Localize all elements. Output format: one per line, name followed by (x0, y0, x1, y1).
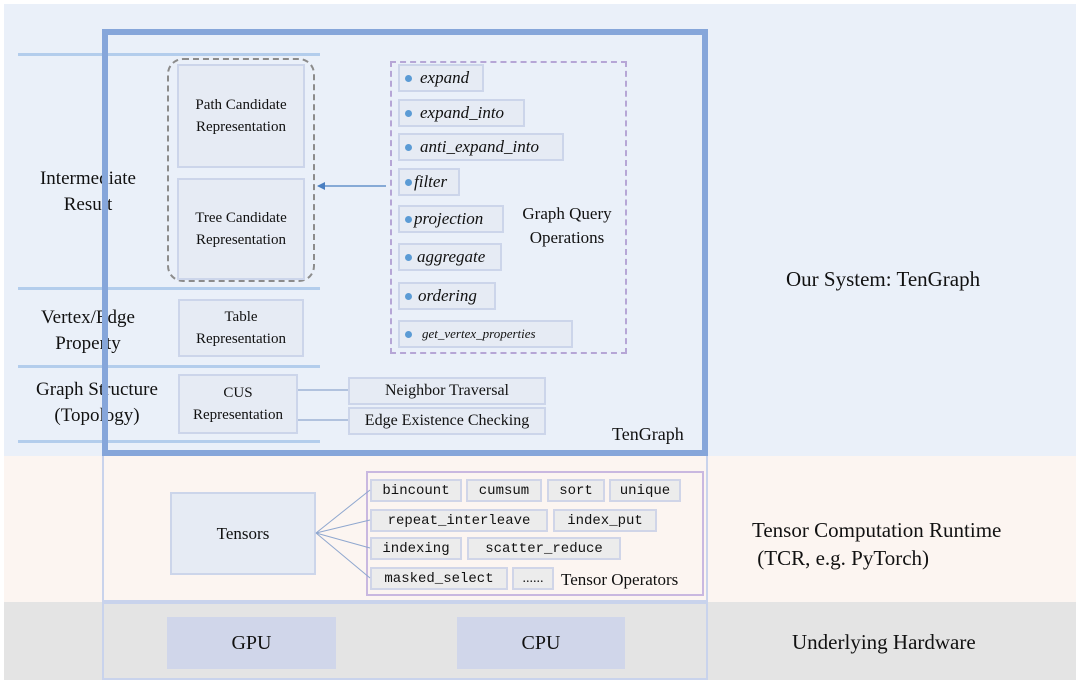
edge-existence-checking-box: Edge Existence Checking (348, 407, 546, 435)
op-index-put: index_put (553, 509, 657, 532)
op-scatter-reduce: scatter_reduce (467, 537, 621, 560)
graph-query-operations-label: Graph Query Operations (522, 204, 612, 247)
bullet-icon (405, 215, 412, 223)
tengraph-boundary (102, 29, 708, 456)
tensor-fan-connectors (315, 489, 371, 579)
operation-get-vertex-properties: get_vertex_properties (398, 320, 573, 348)
op-unique: unique (609, 479, 681, 502)
operation-projection: projection (398, 205, 504, 233)
tcr-label: Tensor Computation Runtime (TCR, e.g. Py… (752, 518, 1002, 570)
layer-separator (18, 365, 320, 368)
op-cumsum: cumsum (466, 479, 542, 502)
layer-separator (18, 440, 320, 443)
operation-label: anti_expand_into (420, 137, 539, 156)
layer-separator (18, 287, 320, 290)
tensor-operators-label: Tensor Operators (561, 570, 679, 589)
tensor-operators-group (366, 471, 704, 596)
tensors-box: Tensors (170, 492, 316, 575)
tcr-boundary (102, 456, 708, 602)
layer-separator (18, 53, 320, 56)
gpu-box: GPU (167, 617, 336, 669)
graph-structure-label: Graph Structure (Topology) (36, 379, 158, 426)
bullet-icon (405, 74, 412, 82)
op-ellipsis: ...... (512, 567, 554, 590)
operation-expand: expand (398, 64, 484, 92)
tree-candidate-representation: Tree Candidate Representation (177, 178, 305, 280)
path-candidate-representation: Path Candidate Representation (177, 64, 305, 168)
operation-label: projection (414, 209, 484, 228)
operation-expand-into: expand_into (398, 99, 525, 127)
op-repeat-interleave: repeat_interleave (370, 509, 548, 532)
operation-label: aggregate (417, 247, 486, 266)
bullet-icon (405, 292, 412, 300)
table-representation: Table Representation (178, 299, 304, 357)
operation-label: ordering (418, 286, 477, 305)
op-masked-select: masked_select (370, 567, 508, 590)
hardware-boundary (102, 602, 708, 680)
neighbor-traversal-box: Neighbor Traversal (348, 377, 546, 405)
intermediate-result-label: Intermediate Result (39, 168, 136, 215)
operation-filter: filter (398, 168, 460, 196)
operation-label: get_vertex_properties (422, 326, 536, 341)
bullet-icon (405, 109, 412, 117)
op-sort: sort (547, 479, 605, 502)
op-bincount: bincount (370, 479, 462, 502)
our-system-label: Our System: TenGraph (786, 267, 981, 291)
operation-label: filter (414, 172, 448, 191)
cpu-box: CPU (457, 617, 625, 669)
graph-query-operations-group (390, 61, 627, 354)
bullet-icon (405, 143, 412, 151)
cus-representation: CUS Representation (178, 374, 298, 434)
bullet-icon (405, 178, 412, 186)
operation-label: expand (420, 68, 470, 87)
bullet-icon (405, 330, 412, 338)
operation-label: expand_into (420, 103, 505, 122)
op-indexing: indexing (370, 537, 462, 560)
operation-anti-expand-into: anti_expand_into (398, 133, 564, 161)
underlying-hardware-label: Underlying Hardware (792, 630, 976, 654)
candidate-group (167, 58, 315, 282)
operation-ordering: ordering (398, 282, 496, 310)
tengraph-label: TenGraph (612, 424, 684, 444)
operation-aggregate: aggregate (398, 243, 502, 271)
bullet-icon (405, 253, 412, 261)
